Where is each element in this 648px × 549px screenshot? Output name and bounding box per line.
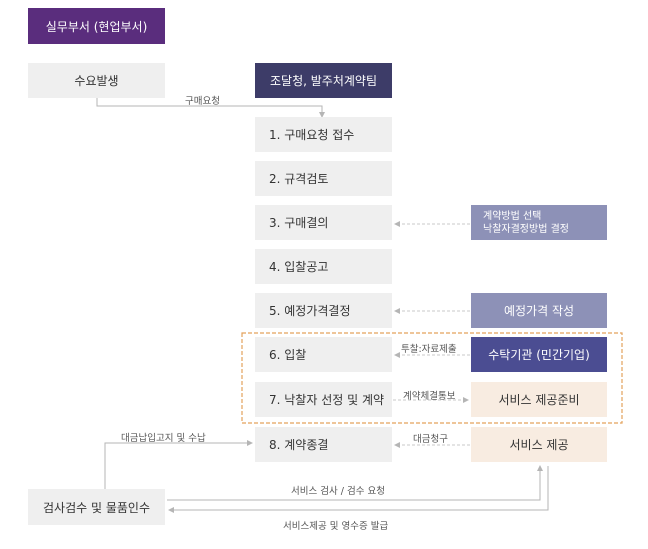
node-inspection: 검사검수 및 물품인수 <box>28 489 165 525</box>
highlight-frame <box>241 332 623 424</box>
label-purchase-request: 구매요청 <box>185 96 220 107</box>
node-contractor: 수탁기관 (민간기업) <box>471 337 607 372</box>
step-7: 7. 낙찰자 선정 및 계약 <box>255 382 392 417</box>
step-8: 8. 계약종결 <box>255 427 392 462</box>
label-bid-submit: 투찰:자료제출 <box>401 344 457 355</box>
label-receipt: 서비스제공 및 영수증 발급 <box>283 521 389 532</box>
node-demand: 수요발생 <box>28 63 165 98</box>
label-service-inspection: 서비스 검사 / 검수 요청 <box>291 486 385 497</box>
node-procurement-agency: 조달청, 발주처계약팀 <box>255 63 392 98</box>
dept-header: 실무부서 (현업부서) <box>28 8 165 44</box>
step-4: 4. 입찰공고 <box>255 249 392 284</box>
node-service-prep: 서비스 제공준비 <box>471 382 607 417</box>
node-estimate-price: 예정가격 작성 <box>471 293 607 328</box>
node-service-provide: 서비스 제공 <box>471 427 607 462</box>
step-2: 2. 규격검토 <box>255 161 392 196</box>
step-1: 1. 구매요청 접수 <box>255 117 392 152</box>
label-payment-notice: 대금납입고지 및 수납 <box>121 433 206 444</box>
step-6: 6. 입찰 <box>255 337 392 372</box>
node-contract-method: 계약방법 선택 낙찰자결정방법 결정 <box>471 205 607 240</box>
contract-method-line1: 계약방법 선택 <box>483 210 542 222</box>
step-5: 5. 예정가격결정 <box>255 293 392 328</box>
step-3: 3. 구매결의 <box>255 205 392 240</box>
label-payment-claim: 대금청구 <box>413 434 448 445</box>
label-contract-notice: 계약체결통보 <box>403 391 456 402</box>
contract-method-line2: 낙찰자결정방법 결정 <box>483 223 569 235</box>
